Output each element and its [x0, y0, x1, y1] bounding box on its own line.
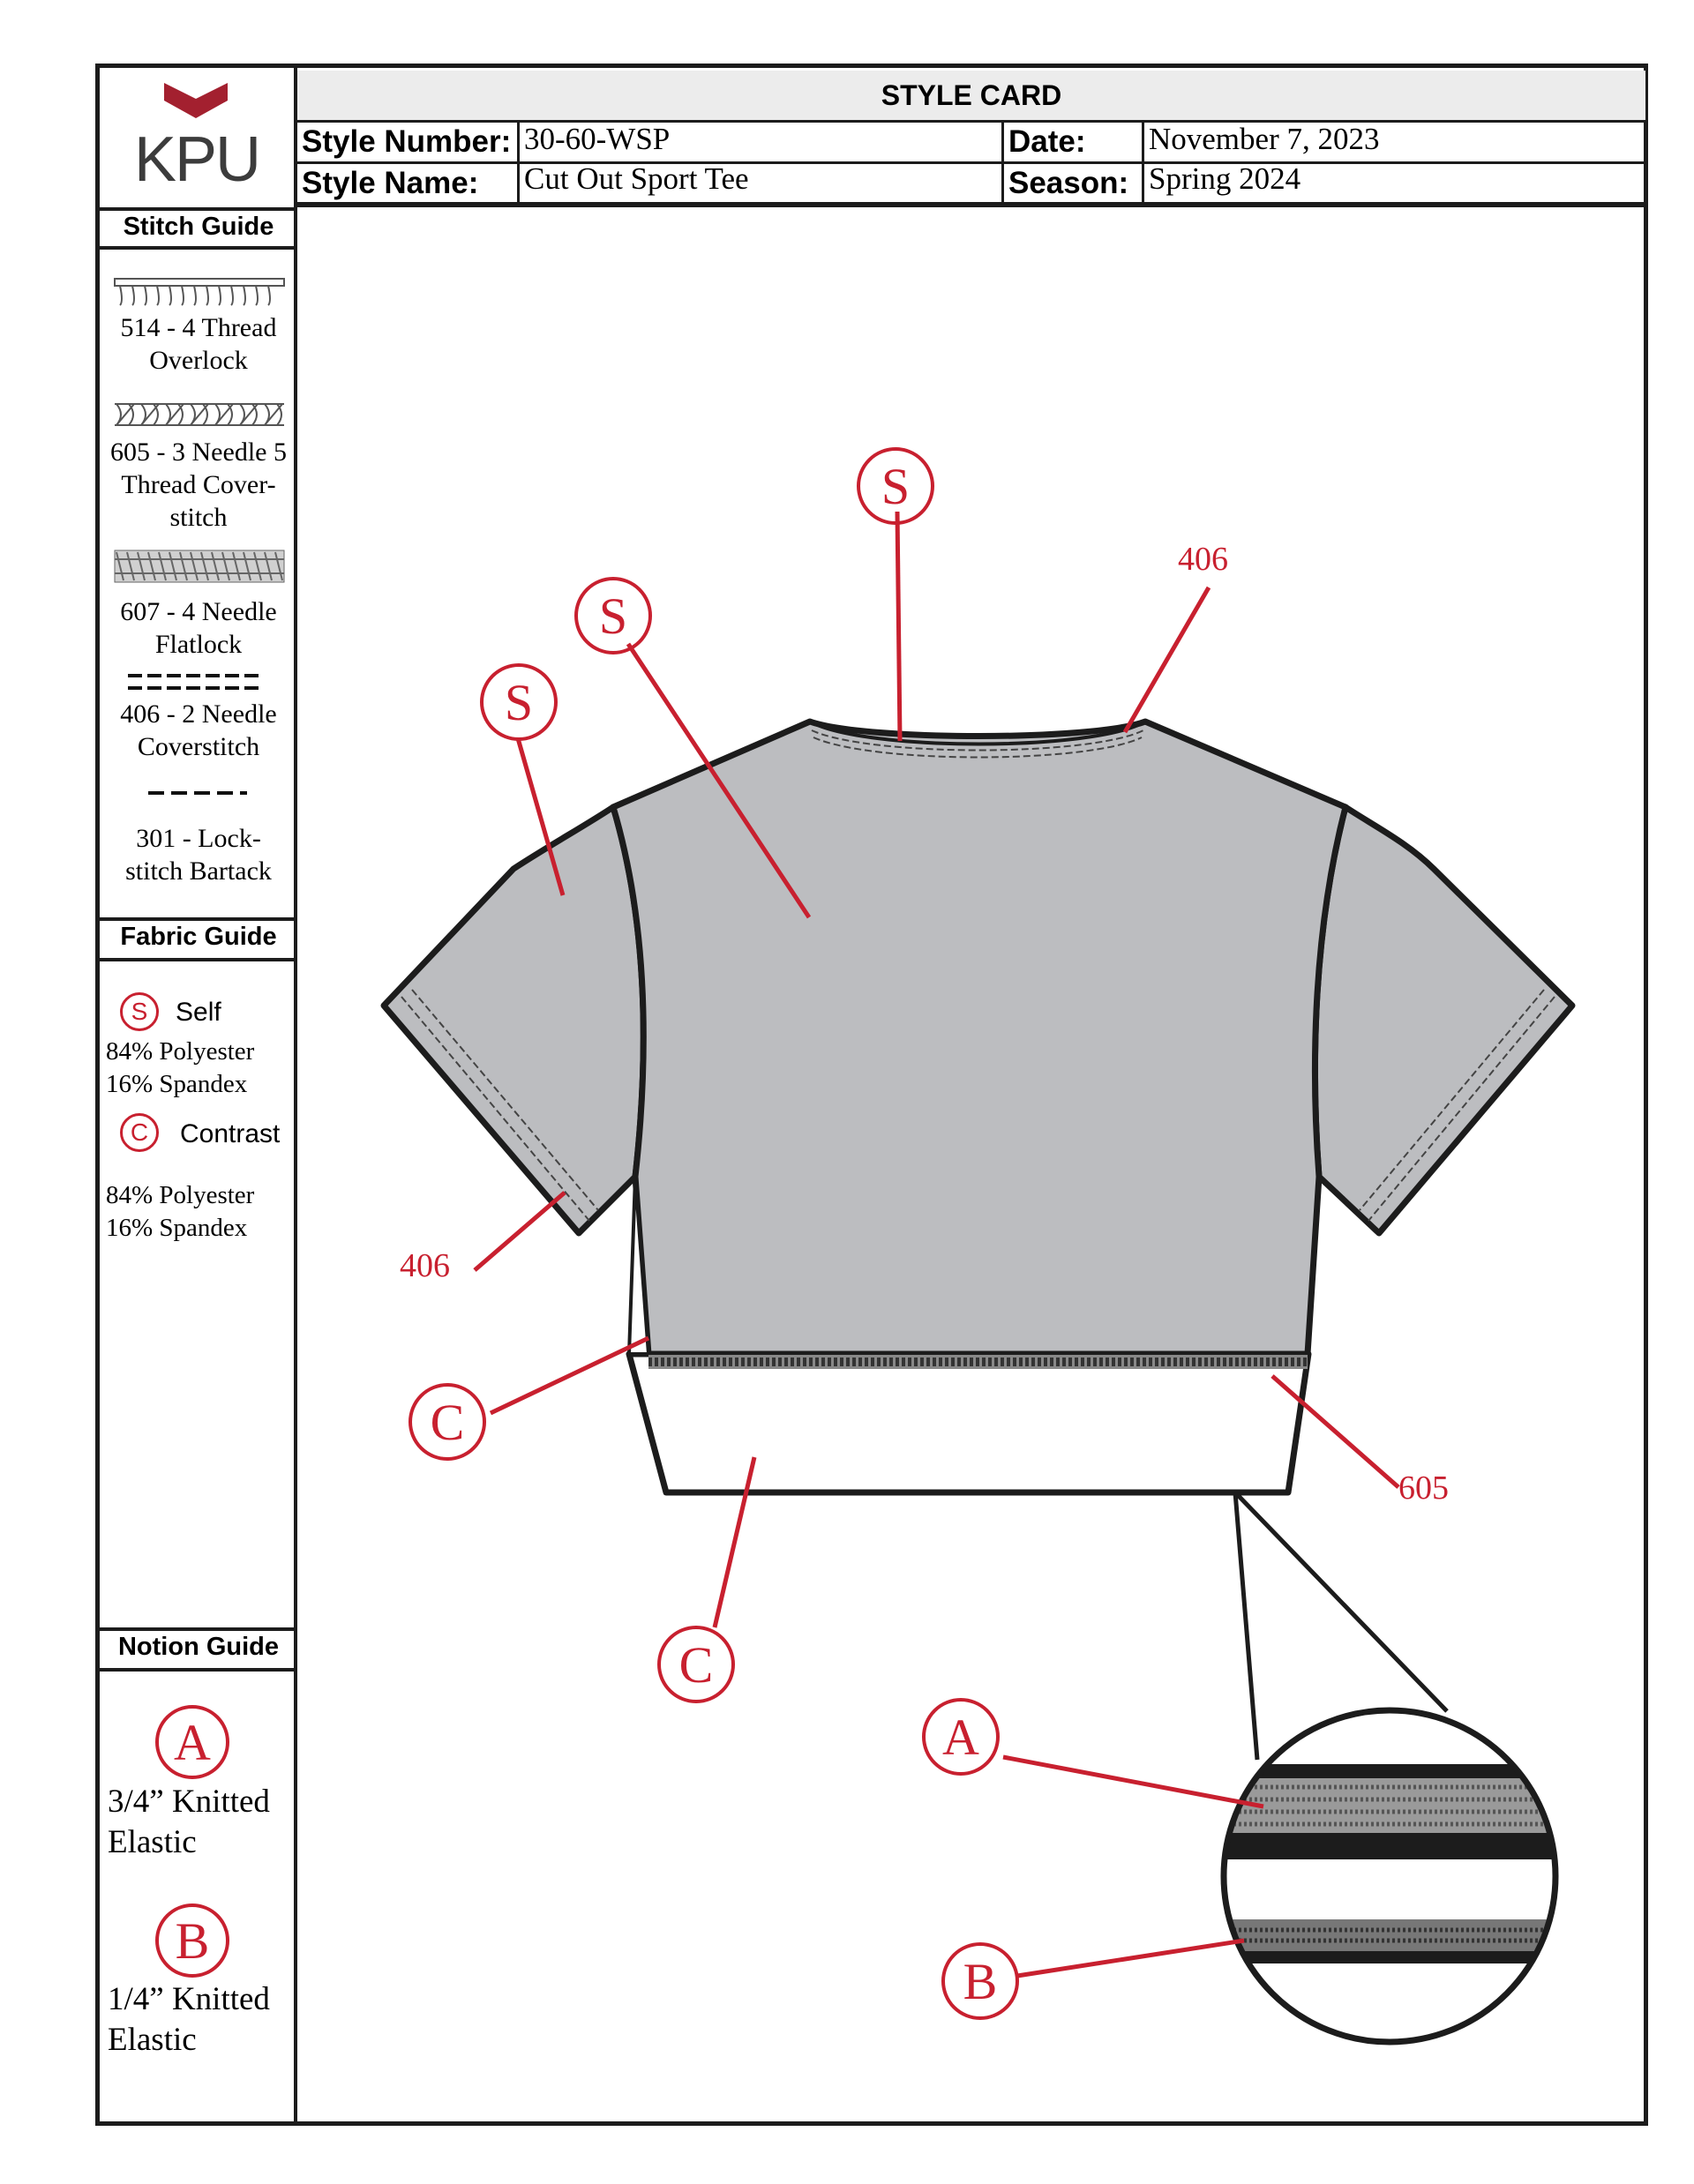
neck-coverstitch — [811, 729, 1144, 752]
left-sleeve — [380, 804, 647, 1237]
stitch-301-line: stitch Bartack — [125, 856, 272, 886]
elastic-b-symbol: B — [155, 1904, 229, 1978]
date-value: November 7, 2023 — [1149, 122, 1380, 156]
right-panel-seam — [1286, 1353, 1310, 1493]
callout-self-body: S — [574, 577, 652, 654]
stitch-514-line: Overlock — [149, 346, 248, 375]
contrast-fabric-symbol: C — [120, 1113, 159, 1152]
label-406-sleeve: 406 — [400, 1247, 450, 1284]
overlock-stitch-icon — [114, 278, 285, 306]
notion-guide-title: Notion Guide — [117, 1633, 280, 1661]
callout-leaders — [473, 511, 1400, 1978]
stitch-605-label: 605 - 3 Needle 5 Thread Cover- stitch — [100, 436, 297, 534]
stitch-514-label: 514 - 4 Thread Overlock — [100, 311, 297, 377]
left-sleeve-hem-stitch — [401, 996, 590, 1222]
coverstitch-5-thread-icon — [115, 403, 284, 426]
contrast-fabric-line: 16% Spandex — [106, 1214, 248, 1242]
stitch-guide-bottom-rule — [100, 246, 294, 250]
header-row-divider — [297, 161, 1645, 164]
left-panel-seam — [627, 1353, 668, 1493]
self-fabric-line: 84% Polyester — [106, 1037, 255, 1066]
callout-self-neck: S — [857, 447, 934, 525]
header-bottom-divider — [297, 202, 1645, 207]
self-fabric-name: Self — [176, 998, 221, 1027]
magnified-detail — [1224, 1710, 1555, 2042]
stitch-607-line: 607 - 4 Needle — [120, 597, 277, 626]
sidebar-divider — [294, 67, 297, 2126]
stitch-406-line: 406 - 2 Needle — [120, 699, 277, 729]
stitch-607-line: Flatlock — [154, 630, 243, 659]
contrast-fabric-name: Contrast — [180, 1119, 281, 1148]
stitch-301-line: 301 - Lock- — [136, 824, 261, 853]
page-frame — [95, 64, 1648, 2126]
stitch-514-line: 514 - 4 Thread — [120, 313, 277, 342]
stitch-607-label: 607 - 4 Needle Flatlock — [100, 595, 297, 661]
self-fabric-content: 84% Polyester 16% Spandex — [106, 1036, 254, 1101]
label-605-hem: 605 — [1398, 1470, 1449, 1507]
callout-contrast-side: C — [409, 1383, 486, 1461]
contrast-hem-panel — [626, 1350, 1312, 1496]
fabric-guide-bottom-rule — [100, 958, 294, 961]
callout-contrast-hem: C — [657, 1626, 735, 1703]
season-label: Season: — [1008, 166, 1129, 200]
stitch-605-line: stitch — [169, 503, 228, 532]
elastic-a-description: 3/4” Knitted Elastic — [108, 1782, 270, 1863]
right-sleeve — [1311, 804, 1576, 1237]
self-fabric-symbol: S — [120, 992, 159, 1031]
callout-elastic-b: B — [941, 1942, 1019, 2020]
elastic-a-line: 3/4” Knitted — [108, 1784, 270, 1820]
label-406-neck: 406 — [1178, 541, 1228, 578]
neck-coverstitch — [813, 737, 1143, 759]
stitch-406-label: 406 - 2 Needle Coverstitch — [100, 698, 297, 763]
contrast-fabric-line: 84% Polyester — [106, 1181, 255, 1209]
self-fabric-line: 16% Spandex — [106, 1070, 248, 1098]
contrast-fabric-content: 84% Polyester 16% Spandex — [106, 1179, 254, 1245]
fabric-guide-top-rule — [100, 917, 294, 921]
left-sleeve-hem-stitch — [411, 989, 599, 1211]
callout-elastic-a: A — [922, 1698, 1000, 1776]
magnifier-circle — [1220, 1707, 1559, 2046]
kpu-logo-mark — [164, 83, 228, 118]
left-contrast-side-panel — [626, 1176, 651, 1356]
callout-self-sleeve: S — [480, 663, 558, 741]
magnifier-leader — [1233, 1491, 1449, 1713]
stitch-605-line: Thread Cover- — [121, 470, 276, 499]
right-sleeve-hem-stitch — [1368, 996, 1555, 1222]
style-number-label: Style Number: — [302, 124, 512, 159]
stitch-605-line: 605 - 3 Needle 5 — [110, 438, 287, 467]
header-col-divider — [1142, 120, 1144, 205]
neckband — [809, 720, 1147, 746]
date-label: Date: — [1008, 124, 1086, 159]
notion-guide-top-rule — [100, 1627, 294, 1631]
style-card-title: STYLE CARD — [297, 71, 1645, 123]
style-name-label: Style Name: — [302, 166, 479, 200]
self-body — [610, 718, 1349, 1358]
elastic-b-line: Elastic — [108, 2022, 197, 2058]
style-number-value: 30-60-WSP — [524, 122, 671, 156]
flatlock-stitch-icon — [114, 550, 285, 583]
stitch-301-label: 301 - Lock- stitch Bartack — [100, 822, 297, 887]
right-sleeve-hem-stitch — [1359, 989, 1545, 1211]
magnifier-leader — [1233, 1492, 1260, 1761]
elastic-a-symbol: A — [155, 1705, 229, 1779]
single-dash-stitch-icon — [148, 791, 247, 795]
style-name-value: Cut Out Sport Tee — [524, 161, 749, 196]
elastic-b-line: 1/4” Knitted — [108, 1981, 270, 2017]
elastic-a-line: Elastic — [108, 1824, 197, 1860]
stitch-guide-title: Stitch Guide — [123, 213, 274, 241]
season-value: Spring 2024 — [1149, 161, 1301, 196]
header-col-divider — [517, 120, 520, 205]
fabric-guide-title: Fabric Guide — [120, 923, 277, 951]
double-dash-stitch-icon — [128, 674, 262, 690]
kpu-logo-text: KPU — [133, 124, 261, 195]
notion-guide-bottom-rule — [100, 1668, 294, 1672]
elastic-b-description: 1/4” Knitted Elastic — [108, 1979, 270, 2061]
stitch-guide-top-rule — [100, 207, 294, 211]
stitch-406-line: Coverstitch — [137, 732, 260, 761]
header-col-divider — [1001, 120, 1004, 205]
